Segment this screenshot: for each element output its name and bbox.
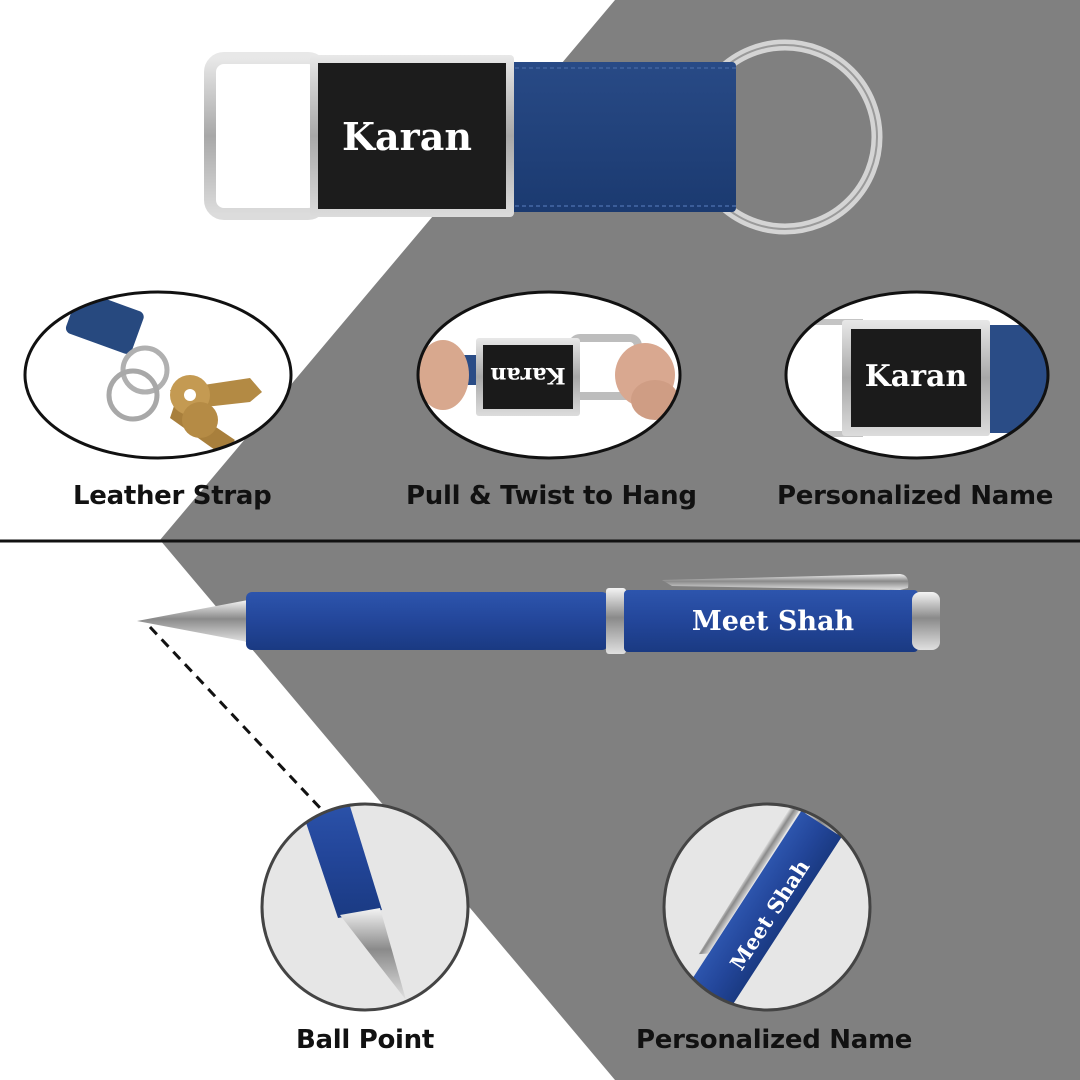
caption-ball-point: Ball Point <box>296 1025 435 1055</box>
pull-twist-engraved-name: Karan <box>490 362 565 388</box>
pen-main-image <box>137 574 940 654</box>
caption-pen-personalized-name: Personalized Name <box>636 1025 913 1055</box>
caption-leather-strap: Leather Strap <box>73 481 272 511</box>
closeup-engraved-name: Karan <box>865 359 968 394</box>
keychain-main-image <box>204 39 883 235</box>
keychain-engraved-name: Karan <box>342 114 472 159</box>
keychain-name-thumbnail <box>784 290 1050 460</box>
caption-keychain-personalized-name: Personalized Name <box>777 481 1054 511</box>
caption-pull-twist: Pull & Twist to Hang <box>406 481 697 511</box>
pull-twist-thumbnail <box>416 290 682 460</box>
pen-name-thumbnail <box>662 802 872 1012</box>
leather-strap-thumbnail <box>23 290 293 460</box>
ball-point-thumbnail <box>260 802 470 1012</box>
pen-engraved-name: Meet Shah <box>692 606 855 637</box>
pointer-line <box>148 625 324 812</box>
